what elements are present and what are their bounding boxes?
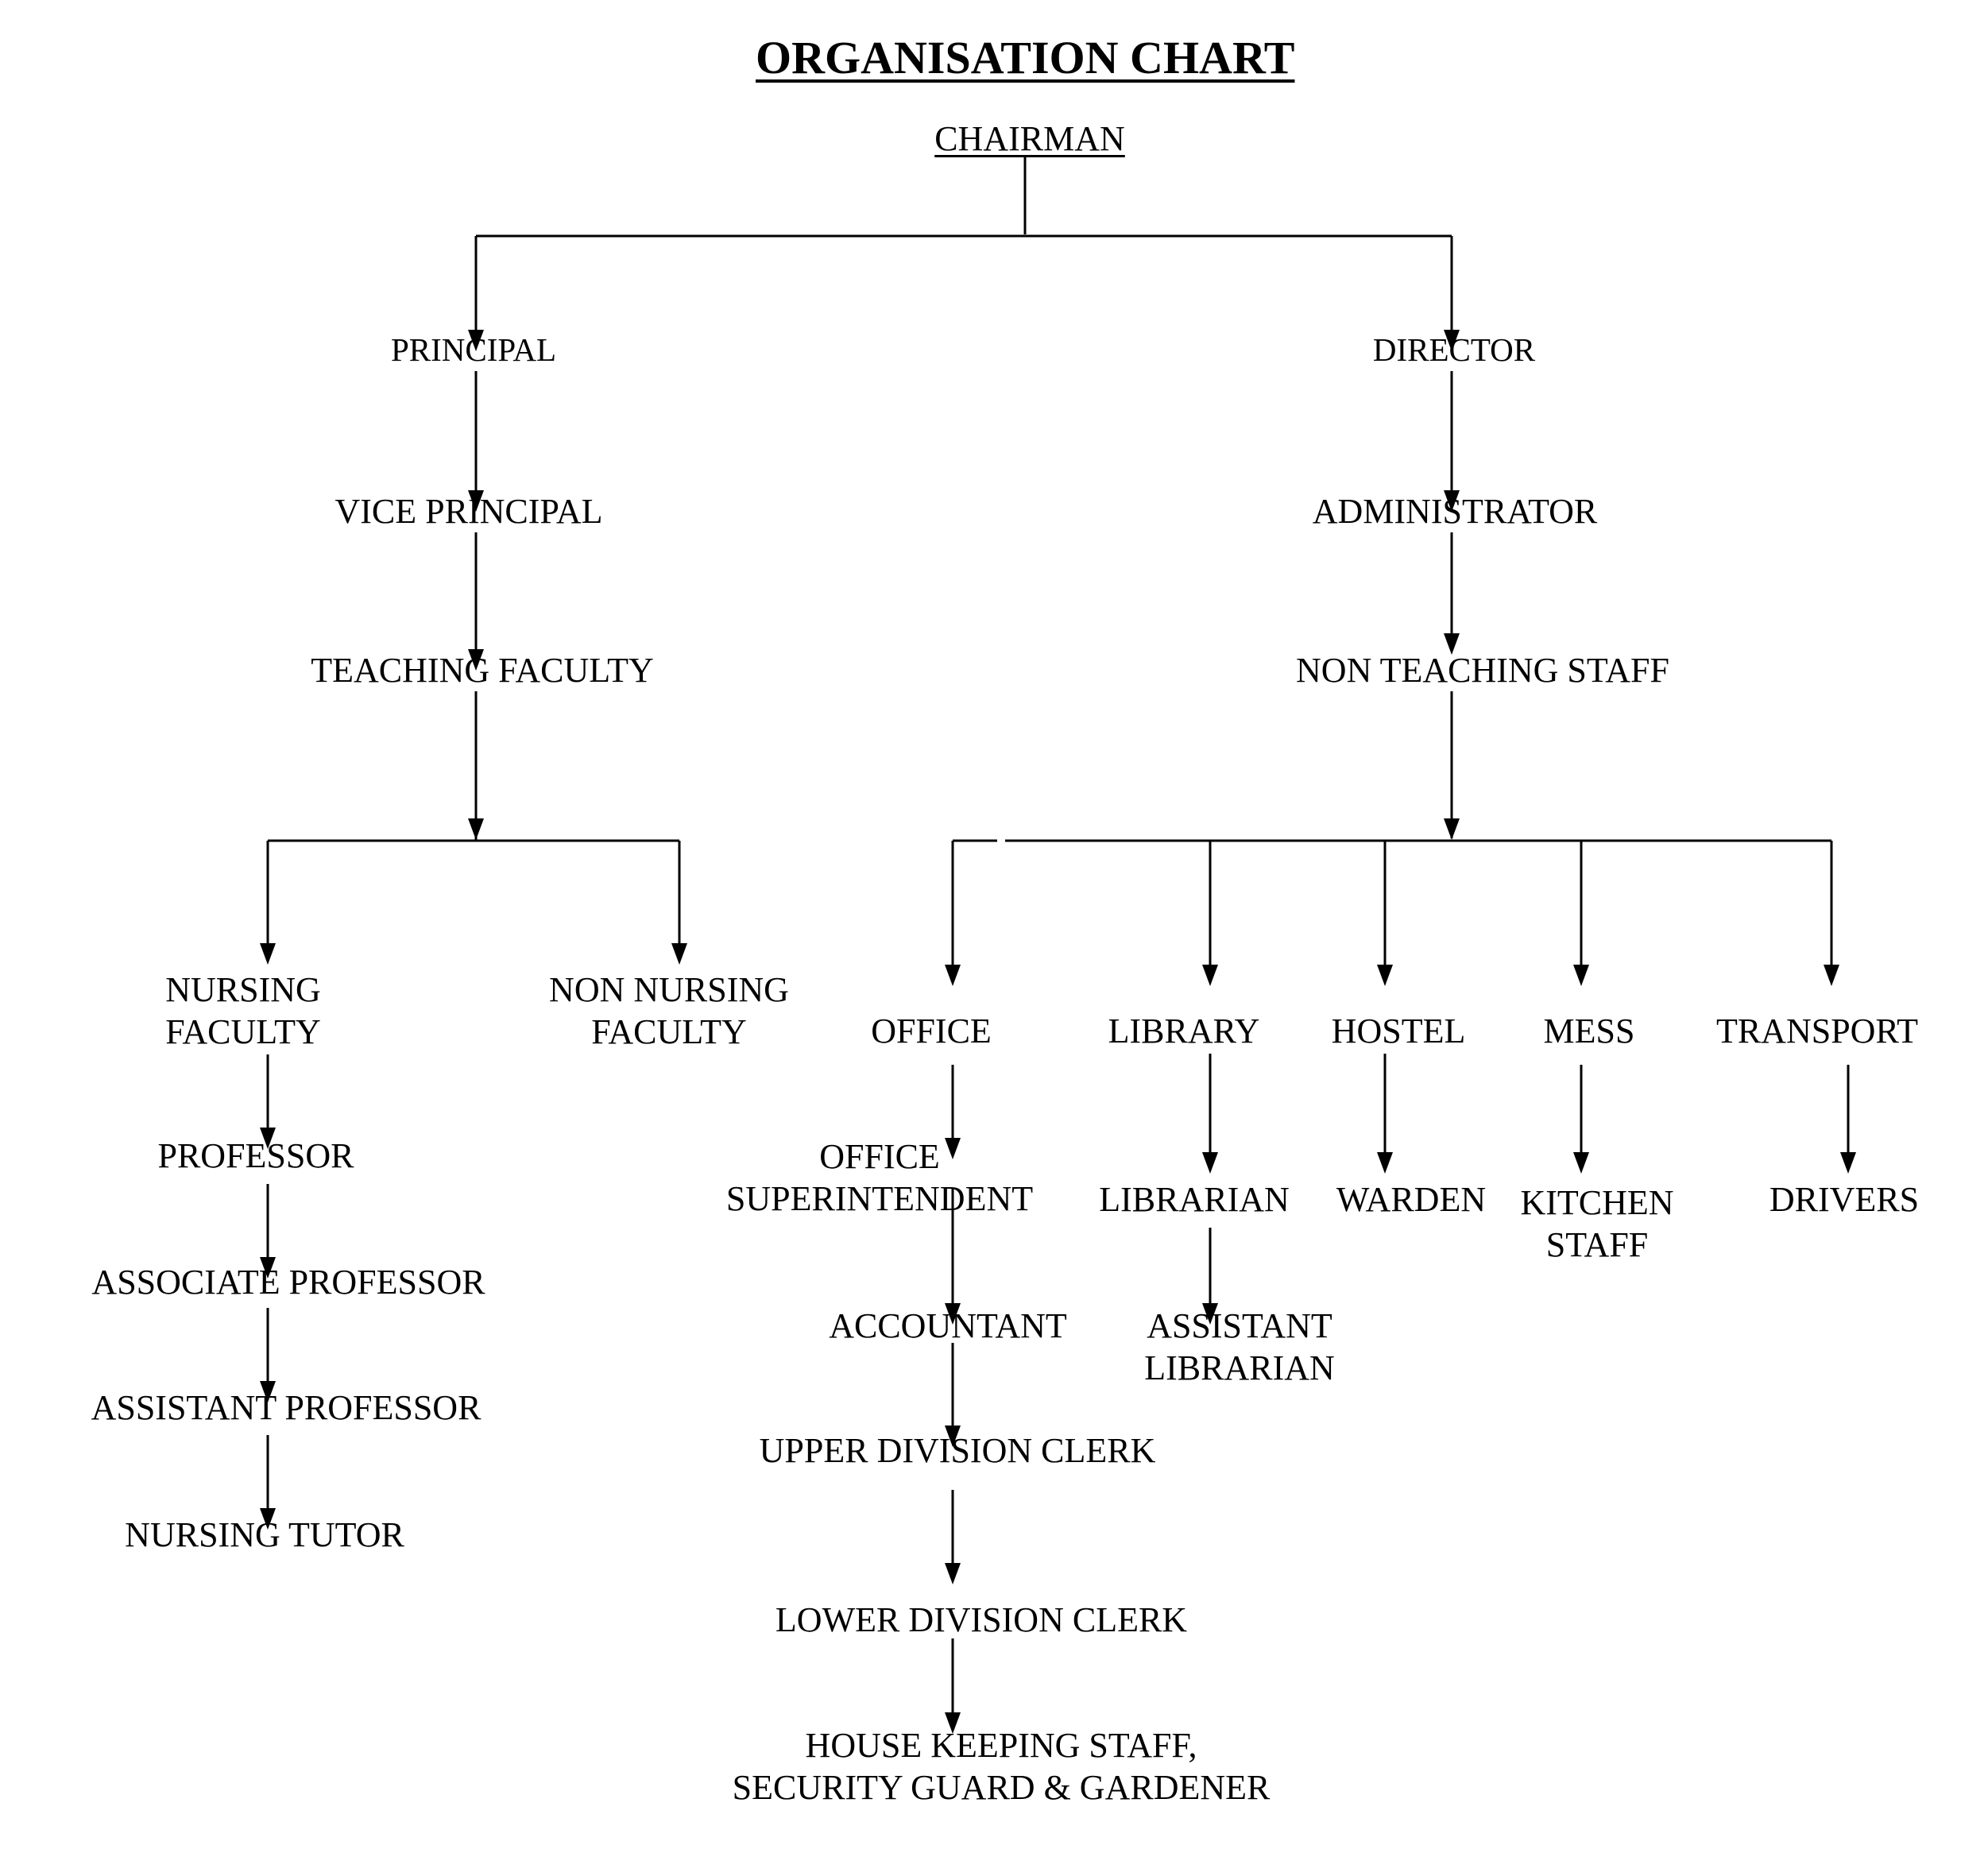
node-nursing-faculty: NURSING FACULTY (165, 969, 321, 1053)
node-drivers: DRIVERS (1769, 1180, 1920, 1219)
node-non-nursing-faculty-line-1: NON NURSING (549, 970, 789, 1009)
node-kitchen-staff-line-1: KITCHEN (1520, 1183, 1674, 1222)
node-office-superintendent-line-1: OFFICE (819, 1137, 940, 1176)
node-upper-division-clerk: UPPER DIVISION CLERK (759, 1431, 1156, 1470)
node-hostel: HOSTEL (1331, 1012, 1466, 1050)
node-accountant: ACCOUNTANT (829, 1306, 1067, 1345)
node-housekeeping-line-2: SECURITY GUARD & GARDENER (732, 1768, 1271, 1807)
node-transport: TRANSPORT (1715, 1012, 1919, 1050)
node-office: OFFICE (871, 1012, 992, 1050)
node-principal: PRINCIPAL (390, 331, 557, 368)
node-vice-principal: VICE PRINCIPAL (335, 492, 603, 531)
node-assistant-librarian-line-2: LIBRARIAN (1144, 1348, 1335, 1387)
node-non-nursing-faculty-line-2: FACULTY (591, 1012, 747, 1051)
node-teaching-faculty: TEACHING FACULTY (311, 651, 654, 690)
node-housekeeping-security-gardener: HOUSE KEEPING STAFF, SECURITY GUARD & GA… (733, 1724, 1271, 1809)
node-office-superintendent-line-2: SUPERINTENDENT (725, 1179, 1034, 1218)
node-nursing-tutor: NURSING TUTOR (125, 1515, 404, 1554)
node-assistant-librarian-line-1: ASSISTANT (1147, 1306, 1332, 1345)
node-nursing-faculty-line-2: FACULTY (165, 1012, 321, 1051)
node-nursing-faculty-line-1: NURSING (165, 970, 321, 1009)
node-professor: PROFESSOR (157, 1136, 354, 1175)
node-mess: MESS (1543, 1012, 1635, 1050)
node-library: LIBRARY (1108, 1012, 1260, 1050)
node-warden: WARDEN (1336, 1180, 1487, 1219)
node-kitchen-staff: KITCHEN STAFF (1520, 1182, 1673, 1266)
node-chairman: CHAIRMAN (934, 119, 1125, 158)
node-office-superintendent: OFFICE SUPERINTENDENT (726, 1135, 1033, 1220)
node-non-teaching-staff: NON TEACHING STAFF (1296, 651, 1669, 690)
node-kitchen-staff-line-2: STAFF (1545, 1225, 1649, 1264)
node-lower-division-clerk: LOWER DIVISION CLERK (775, 1600, 1188, 1639)
node-associate-professor: ASSOCIATE PROFESSOR (91, 1263, 485, 1302)
node-non-nursing-faculty: NON NURSING FACULTY (549, 969, 789, 1053)
node-librarian: LIBRARIAN (1099, 1180, 1290, 1219)
node-director: DIRECTOR (1372, 331, 1536, 368)
node-assistant-librarian: ASSISTANT LIBRARIAN (1144, 1305, 1335, 1389)
page-title: ORGANISATION CHART (756, 32, 1295, 83)
node-housekeeping-line-1: HOUSE KEEPING STAFF, (805, 1726, 1197, 1765)
node-administrator: ADMINISTRATOR (1312, 492, 1598, 531)
node-assistant-professor: ASSISTANT PROFESSOR (91, 1388, 482, 1427)
